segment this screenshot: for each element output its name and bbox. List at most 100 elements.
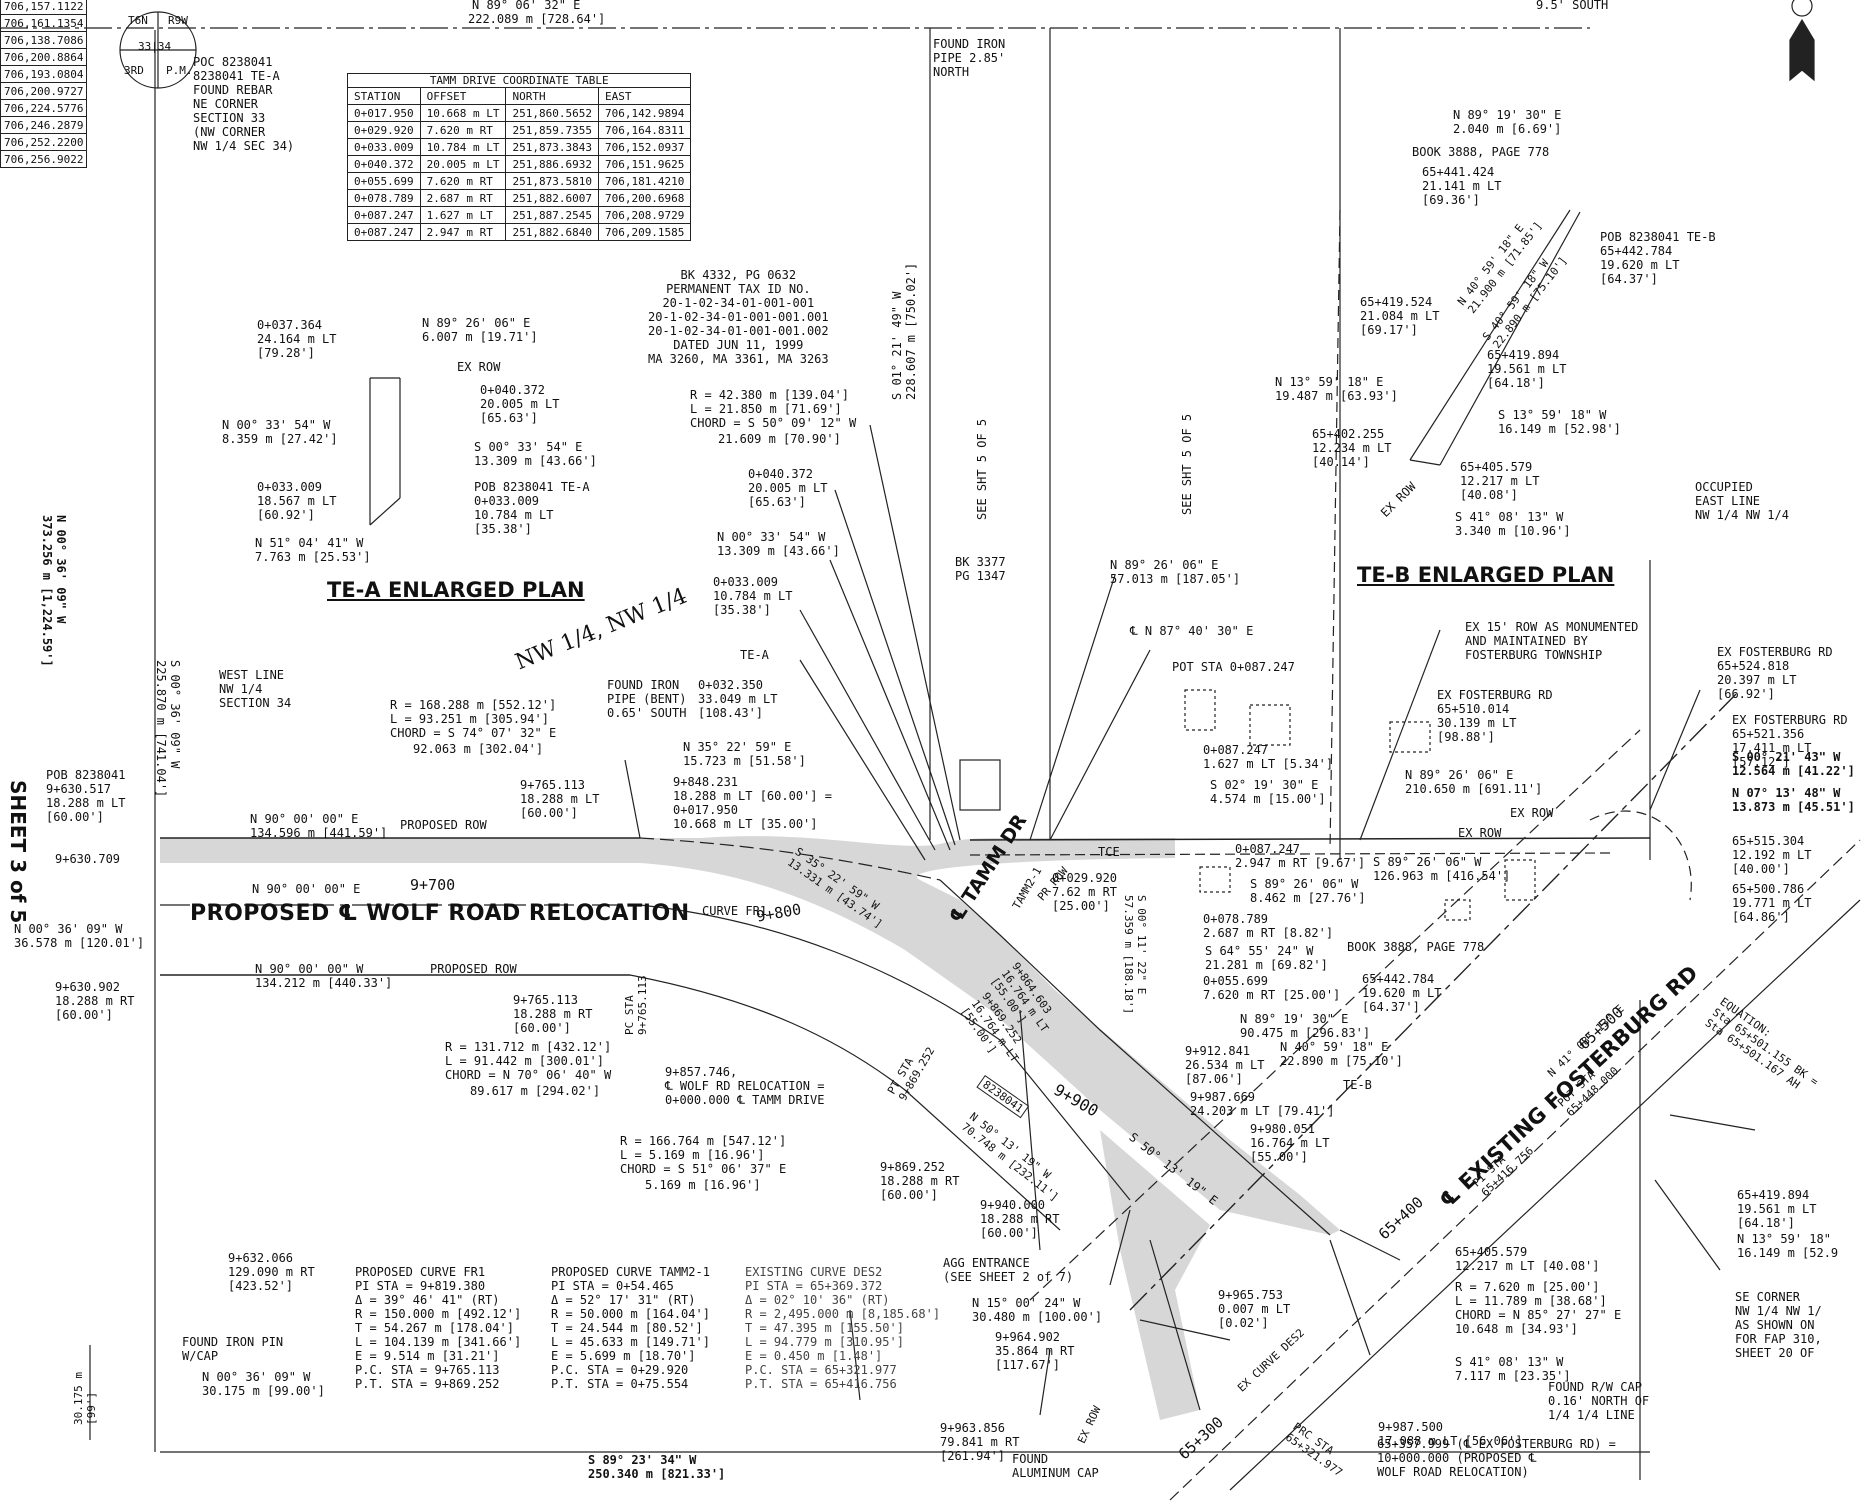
n40-callout: N 40° 59' 18" E 22.890 m [75.10'] xyxy=(1280,1040,1403,1068)
see-sheet-5-left: SEE SHT 5 OF 5 xyxy=(975,418,989,520)
north-line-distance: 222.089 m [728.64'] xyxy=(468,12,606,26)
south-note: 9.5' SOUTH xyxy=(1536,0,1609,12)
te-b-65419b: 65+419.894 19.561 m LT [64.18'] xyxy=(1487,348,1567,390)
coord-table-cell: 0+033.009 xyxy=(347,138,421,156)
coord-table-cell: 706,142.9894 xyxy=(597,104,692,122)
west-n00-bearing: N 00° 36' 09" W 373.256 m [1,224.59'] xyxy=(40,515,68,667)
coord-table-cell: 251,873.5810 xyxy=(505,172,599,190)
s02-callout: S 02° 19' 30" E 4.574 m [15.00'] xyxy=(1210,778,1326,806)
coord-table-cell: 706,208.9729 xyxy=(597,206,692,224)
curve-a-length: L = 21.850 m [71.69'] xyxy=(690,402,842,416)
sta-9987-500: 9+987.500 17.088 m LT [56.06'] xyxy=(1378,1420,1523,1448)
curve-d-chord-dist: 5.169 m [16.96'] xyxy=(645,1178,761,1192)
coord-table-cell: 251,882.6840 xyxy=(505,223,599,241)
curve-c-radius: R = 131.712 m [432.12'] xyxy=(445,1040,612,1054)
section-seal-pm: P.M. xyxy=(166,64,193,77)
sta-9980: 9+980.051 16.764 m LT [55.00'] xyxy=(1250,1122,1330,1164)
n00-30m: N 00° 36' 09" W 30.175 m [99.00'] xyxy=(202,1370,325,1398)
ex-fosterburg-3: EX FOSTERBURG RD 65+521.356 17.411 m LT … xyxy=(1732,713,1848,769)
coord-table-cell: 0+029.920 xyxy=(347,121,421,139)
coord-table-cell: 706,200.6968 xyxy=(597,189,692,207)
te-b-pob: POB 8238041 TE-B 65+442.784 19.620 m LT … xyxy=(1600,230,1716,286)
curve-c-chord-dist: 89.617 m [294.02'] xyxy=(470,1084,601,1098)
section-seal-range: R9W xyxy=(168,14,188,27)
coord-table-cell: 2.947 m RT xyxy=(419,223,507,241)
wolf-road-label: PROPOSED ℄ WOLF ROAD RELOCATION xyxy=(190,901,690,926)
s00-21-callout: S 00° 21' 43" W 12.564 m [41.22'] xyxy=(1732,750,1855,778)
n89-210m: N 89° 26' 06" E 210.650 m [691.11'] xyxy=(1405,768,1543,796)
ex-fosterburg-1: EX FOSTERBURG RD 65+510.014 30.139 m LT … xyxy=(1437,688,1553,744)
sta-9869-rt: 9+869.252 18.288 m RT [60.00'] xyxy=(880,1160,960,1202)
section-seal: 33|34 xyxy=(138,40,172,53)
coord-table-cell: 251,859.7355 xyxy=(505,121,599,139)
curve-a-radius: R = 42.380 m [139.04'] xyxy=(690,388,849,402)
s64-callout: S 64° 55' 24" W 21.281 m [69.82'] xyxy=(1205,944,1328,972)
se-corner-note: SE CORNER NW 1/4 NW 1/ AS SHOWN ON FOR F… xyxy=(1735,1290,1822,1360)
north-line-bearing: N 89° 06' 32" E xyxy=(472,0,581,12)
see-sheet-5-right: SEE SHT 5 OF 5 xyxy=(1180,413,1194,515)
sta-65442: 65+442.784 19.620 m LT [64.37'] xyxy=(1362,972,1442,1014)
coord-table-cell: 0+040.372 xyxy=(347,155,421,173)
sta-0055: 0+055.699 7.620 m RT [25.00'] xyxy=(1203,974,1341,1002)
left-table-cell: 706,256.9022 xyxy=(0,150,88,168)
s01-line-bearing: S 01° 21' 49" W 228.607 m [750.02'] xyxy=(890,262,918,400)
coord-table-cell: 0+055.699 xyxy=(347,172,421,190)
ex-row-b: EX ROW xyxy=(1458,826,1502,840)
proposed-curve-tamm-table: PROPOSED CURVE TAMM2-1 PI STA = 0+54.465… xyxy=(551,1265,710,1391)
te-a-callout: TE-A xyxy=(740,648,769,662)
te-b-65402: 65+402.255 12.234 m LT [40.14'] xyxy=(1312,427,1392,469)
sta-65515: 65+515.304 12.192 m LT [40.00'] xyxy=(1732,834,1812,876)
te-b-enlarged-plan-title: TE-B ENLARGED PLAN xyxy=(1357,563,1615,587)
left-table-cell: 706,200.9727 xyxy=(0,82,88,100)
coord-table-cell: 706,151.9625 xyxy=(597,155,692,173)
coord-table-header: STATION xyxy=(347,87,421,105)
pc-sta: PC STA 9+765.113 xyxy=(623,975,649,1035)
found-rw-cap: FOUND R/W CAP 0.16' NORTH OF 1/4 1/4 LIN… xyxy=(1548,1380,1650,1422)
tce-label: TCE xyxy=(1098,845,1120,859)
s00-11: S 00° 11' 22" E 57.359 m [188.18'] xyxy=(1122,895,1148,1015)
eq-848: 9+848.231 18.288 m LT [60.00'] = 0+017.9… xyxy=(673,775,832,831)
curve-a-chord-dist: 21.609 m [70.90'] xyxy=(718,432,841,446)
coord-table-cell: 0+087.247 xyxy=(347,206,421,224)
sta-65419-right: 65+419.894 19.561 m LT [64.18'] xyxy=(1737,1188,1817,1230)
n07-callout: N 07° 13' 48" W 13.873 m [45.51'] xyxy=(1732,786,1855,814)
coord-table-cell: 251,886.6932 xyxy=(505,155,599,173)
te-b-n89: N 89° 19' 30" E 2.040 m [6.69'] xyxy=(1453,108,1562,136)
sta-0032: 0+032.350 33.049 m LT [108.43'] xyxy=(698,678,778,720)
curve-b-radius: R = 168.288 m [552.12'] xyxy=(390,698,557,712)
sta-0029: 0+029.920 7.62 m RT [25.00'] xyxy=(1052,871,1118,913)
curve-c-chord: CHORD = N 70° 06' 40" W xyxy=(445,1068,612,1082)
sheet-number: SHEET 3 of 5 xyxy=(6,780,30,924)
left-table-cell: 706,157.1122 xyxy=(0,0,88,15)
coord-table-cell: 0+078.789 xyxy=(347,189,421,207)
centerline-n87: ℄ N 87° 40' 30" E xyxy=(1130,624,1254,638)
coord-table-cell: 7.620 m RT xyxy=(419,172,507,190)
te-a-n00: N 00° 33' 54" W 8.359 m [27.42'] xyxy=(222,418,338,446)
sta-9965: 9+965.753 0.007 m LT [0.02'] xyxy=(1218,1288,1291,1330)
n90-centerline: N 90° 00' 00" E xyxy=(252,882,361,896)
curve-a-chord: CHORD = S 50° 09' 12" W xyxy=(690,416,857,430)
coord-table-cell: 1.627 m LT xyxy=(419,206,507,224)
n89-57m: N 89° 26' 06" E 57.013 m [187.05'] xyxy=(1110,558,1241,586)
west-s00-bearing: S 00° 36' 09" W 225.870 m [741.04'] xyxy=(154,660,182,798)
sta-0033-callout: 0+033.009 10.784 m LT [35.38'] xyxy=(713,575,793,617)
sta-65500: 65+500.786 19.771 m LT [64.86'] xyxy=(1732,882,1812,924)
te-a-0040: 0+040.372 20.005 m LT [65.63'] xyxy=(480,383,560,425)
left-table-cell: 706,200.8864 xyxy=(0,48,88,66)
s89-126m: S 89° 26' 06" W 126.963 m [416.54'] xyxy=(1373,855,1511,883)
sta-9940: 9+940.000 18.288 m RT [60.00'] xyxy=(980,1198,1060,1240)
west-line-note: WEST LINE NW 1/4 SECTION 34 xyxy=(219,668,292,710)
curve-d-chord: CHORD = S 51° 06' 37" E xyxy=(620,1162,787,1176)
pot-sta-tamm: POT STA 0+087.247 xyxy=(1172,660,1295,674)
te-a-s00: S 00° 33' 54" E 13.309 m [43.66'] xyxy=(474,440,597,468)
n00-3657: N 00° 36' 09" W 36.578 m [120.01'] xyxy=(14,922,145,950)
sta-65405: 65+405.579 12.217 m LT [40.08'] xyxy=(1455,1245,1600,1273)
coord-table-cell: 0+087.247 xyxy=(347,223,421,241)
ex-15-row-note: EX 15' ROW AS MONUMENTED AND MAINTAINED … xyxy=(1465,620,1639,662)
s89-250m: S 89° 23' 34" W 250.340 m [821.33'] xyxy=(588,1453,726,1481)
sta-9630902: 9+630.902 18.288 m RT [60.00'] xyxy=(55,980,135,1022)
sta-9987: 9+987.669 24.203 m LT [79.41'] xyxy=(1190,1090,1335,1118)
sta-0087b: 0+087.247 2.947 m RT [9.67'] xyxy=(1235,842,1366,870)
